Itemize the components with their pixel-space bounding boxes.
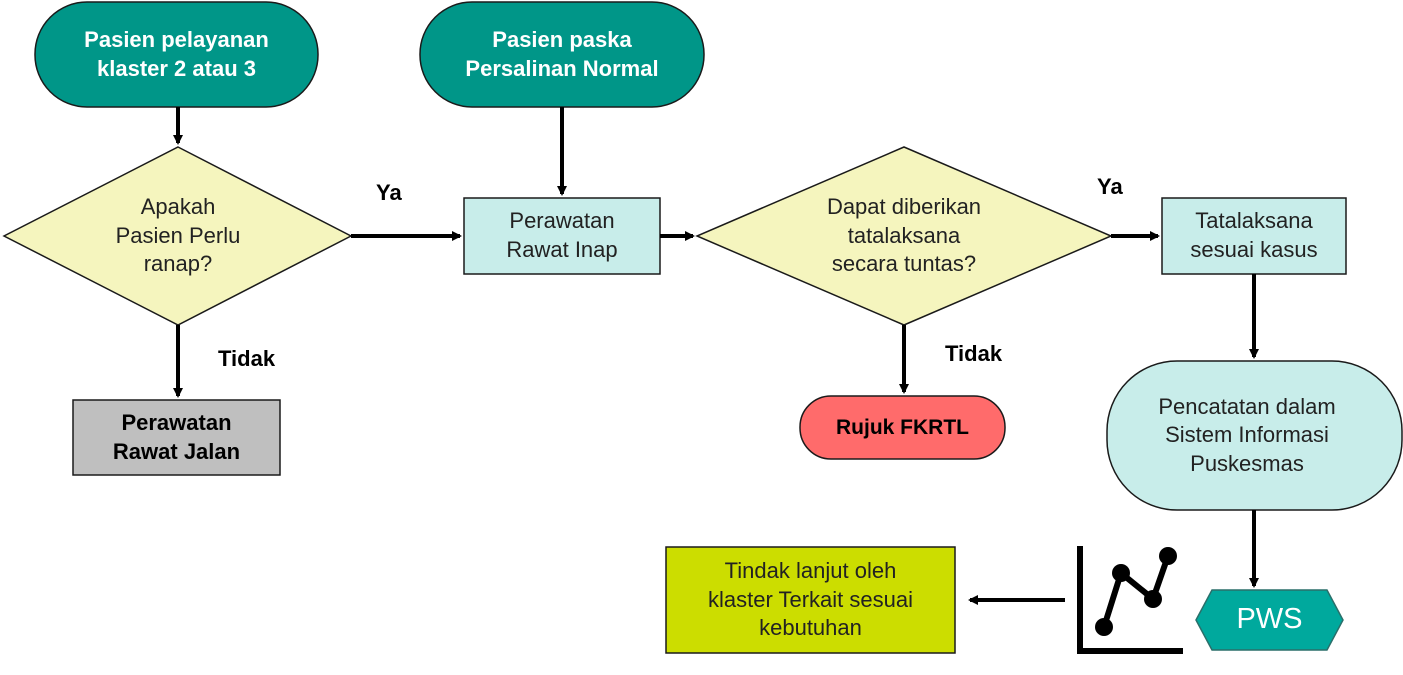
pws-shape [1195,589,1344,651]
follow-up-node: Tindak lanjut oleh klaster Terkait sesua… [707,558,913,641]
case-management-shape [1161,197,1347,275]
edge-label-treat-yes: Ya [1097,174,1123,199]
case-management-node: Tatalaksana sesuai kasus [1190,208,1318,262]
inpatient-care-node: Perawatan Rawat Inap [506,208,618,262]
pws-node: PWS [1236,603,1303,636]
patient-cluster-node: Pasien pelayanan klaster 2 atau 3 [84,26,269,81]
record-sip-node: Pencatatan dalam Sistem Informasi Puskes… [1158,393,1336,476]
edge-label-admit-yes: Ya [376,180,402,205]
edge-label-treat-no: Tidak [945,341,1003,366]
patient-postpartum-node: Pasien paska Persalinan Normal [465,26,659,81]
inpatient-care-shape [463,197,661,275]
decision-treat-node: Dapat diberikan tatalaksana secara tunta… [826,194,982,277]
line-chart-icon [1077,546,1183,654]
connectors [173,107,1259,605]
decision-admit-node: Apakah Pasien Perlu ranap? [115,194,241,277]
refer-node: Rujuk FKRTL [836,415,969,439]
edge-label-admit-no: Tidak [218,346,276,371]
follow-up-shape [665,546,956,654]
outpatient-care-shape [72,399,281,476]
outpatient-care-node: Perawatan Rawat Jalan [112,409,241,464]
refer-shape [799,395,1006,460]
